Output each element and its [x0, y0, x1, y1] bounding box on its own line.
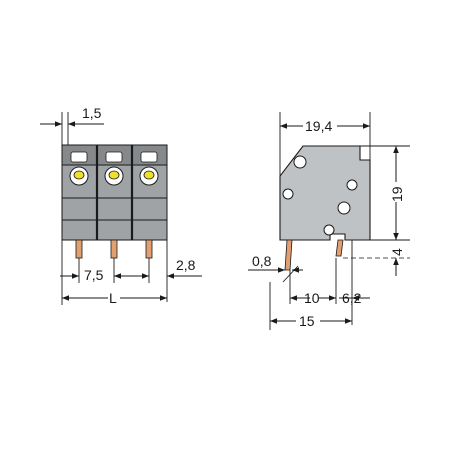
module-2 — [104, 151, 124, 186]
dim-offset: 2,8 — [131, 240, 202, 302]
front-view: 1,5 7,5 2,8 L — [40, 105, 202, 306]
dim-pitch-label: 7,5 — [84, 267, 104, 283]
dim-pin-spacing-label: 10 — [304, 290, 320, 306]
dim-pin-width-label: 1,5 — [82, 105, 102, 121]
dim-pin-offset-label: 6,2 — [342, 290, 362, 306]
solder-pins — [75, 239, 153, 259]
fixing-hole-icon — [323, 224, 335, 236]
fixing-hole-icon — [346, 179, 358, 191]
dim-pin-width: 1,5 — [40, 105, 104, 145]
dim-pin-length-label: 4 — [389, 248, 405, 256]
solder-pin — [110, 239, 118, 259]
push-button-icon — [105, 151, 123, 163]
dim-footprint-label: 15 — [299, 313, 315, 329]
dim-depth-label: 19,4 — [305, 118, 332, 134]
dim-pin-offset: 6,2 — [339, 240, 370, 325]
dim-pin-thickness: 0,8 — [248, 253, 303, 283]
push-button-icon — [140, 151, 158, 163]
dim-pin-length: 4 — [343, 232, 410, 276]
solder-pin — [335, 239, 344, 257]
solder-pin — [284, 239, 293, 271]
module-3 — [139, 151, 159, 186]
dim-length-label: L — [109, 290, 117, 306]
solder-pin — [75, 239, 83, 259]
dim-pin-spacing: 10 — [289, 258, 337, 306]
module-1 — [69, 151, 89, 186]
dim-depth: 19,4 — [279, 112, 371, 240]
dim-offset-label: 2,8 — [176, 257, 196, 273]
dim-footprint: 15 — [269, 282, 352, 330]
terminal-block-housing — [61, 144, 168, 241]
dim-pitch: 7,5 — [60, 258, 135, 283]
dim-height: 19 — [360, 145, 410, 241]
push-button-icon — [70, 151, 88, 163]
dim-pin-thickness-label: 0,8 — [252, 253, 272, 269]
actuator-hole-icon — [293, 155, 307, 169]
led-icon — [73, 170, 85, 180]
led-icon — [108, 170, 120, 180]
fixing-hole-icon — [337, 201, 351, 215]
dim-height-label: 19 — [389, 186, 405, 202]
dim-length: L — [61, 240, 167, 306]
solder-pin — [145, 239, 153, 259]
side-housing — [279, 145, 371, 241]
side-view: 19,4 19 4 0,8 — [248, 112, 410, 330]
led-icon — [143, 170, 155, 180]
wire-entry-icon — [282, 188, 294, 200]
